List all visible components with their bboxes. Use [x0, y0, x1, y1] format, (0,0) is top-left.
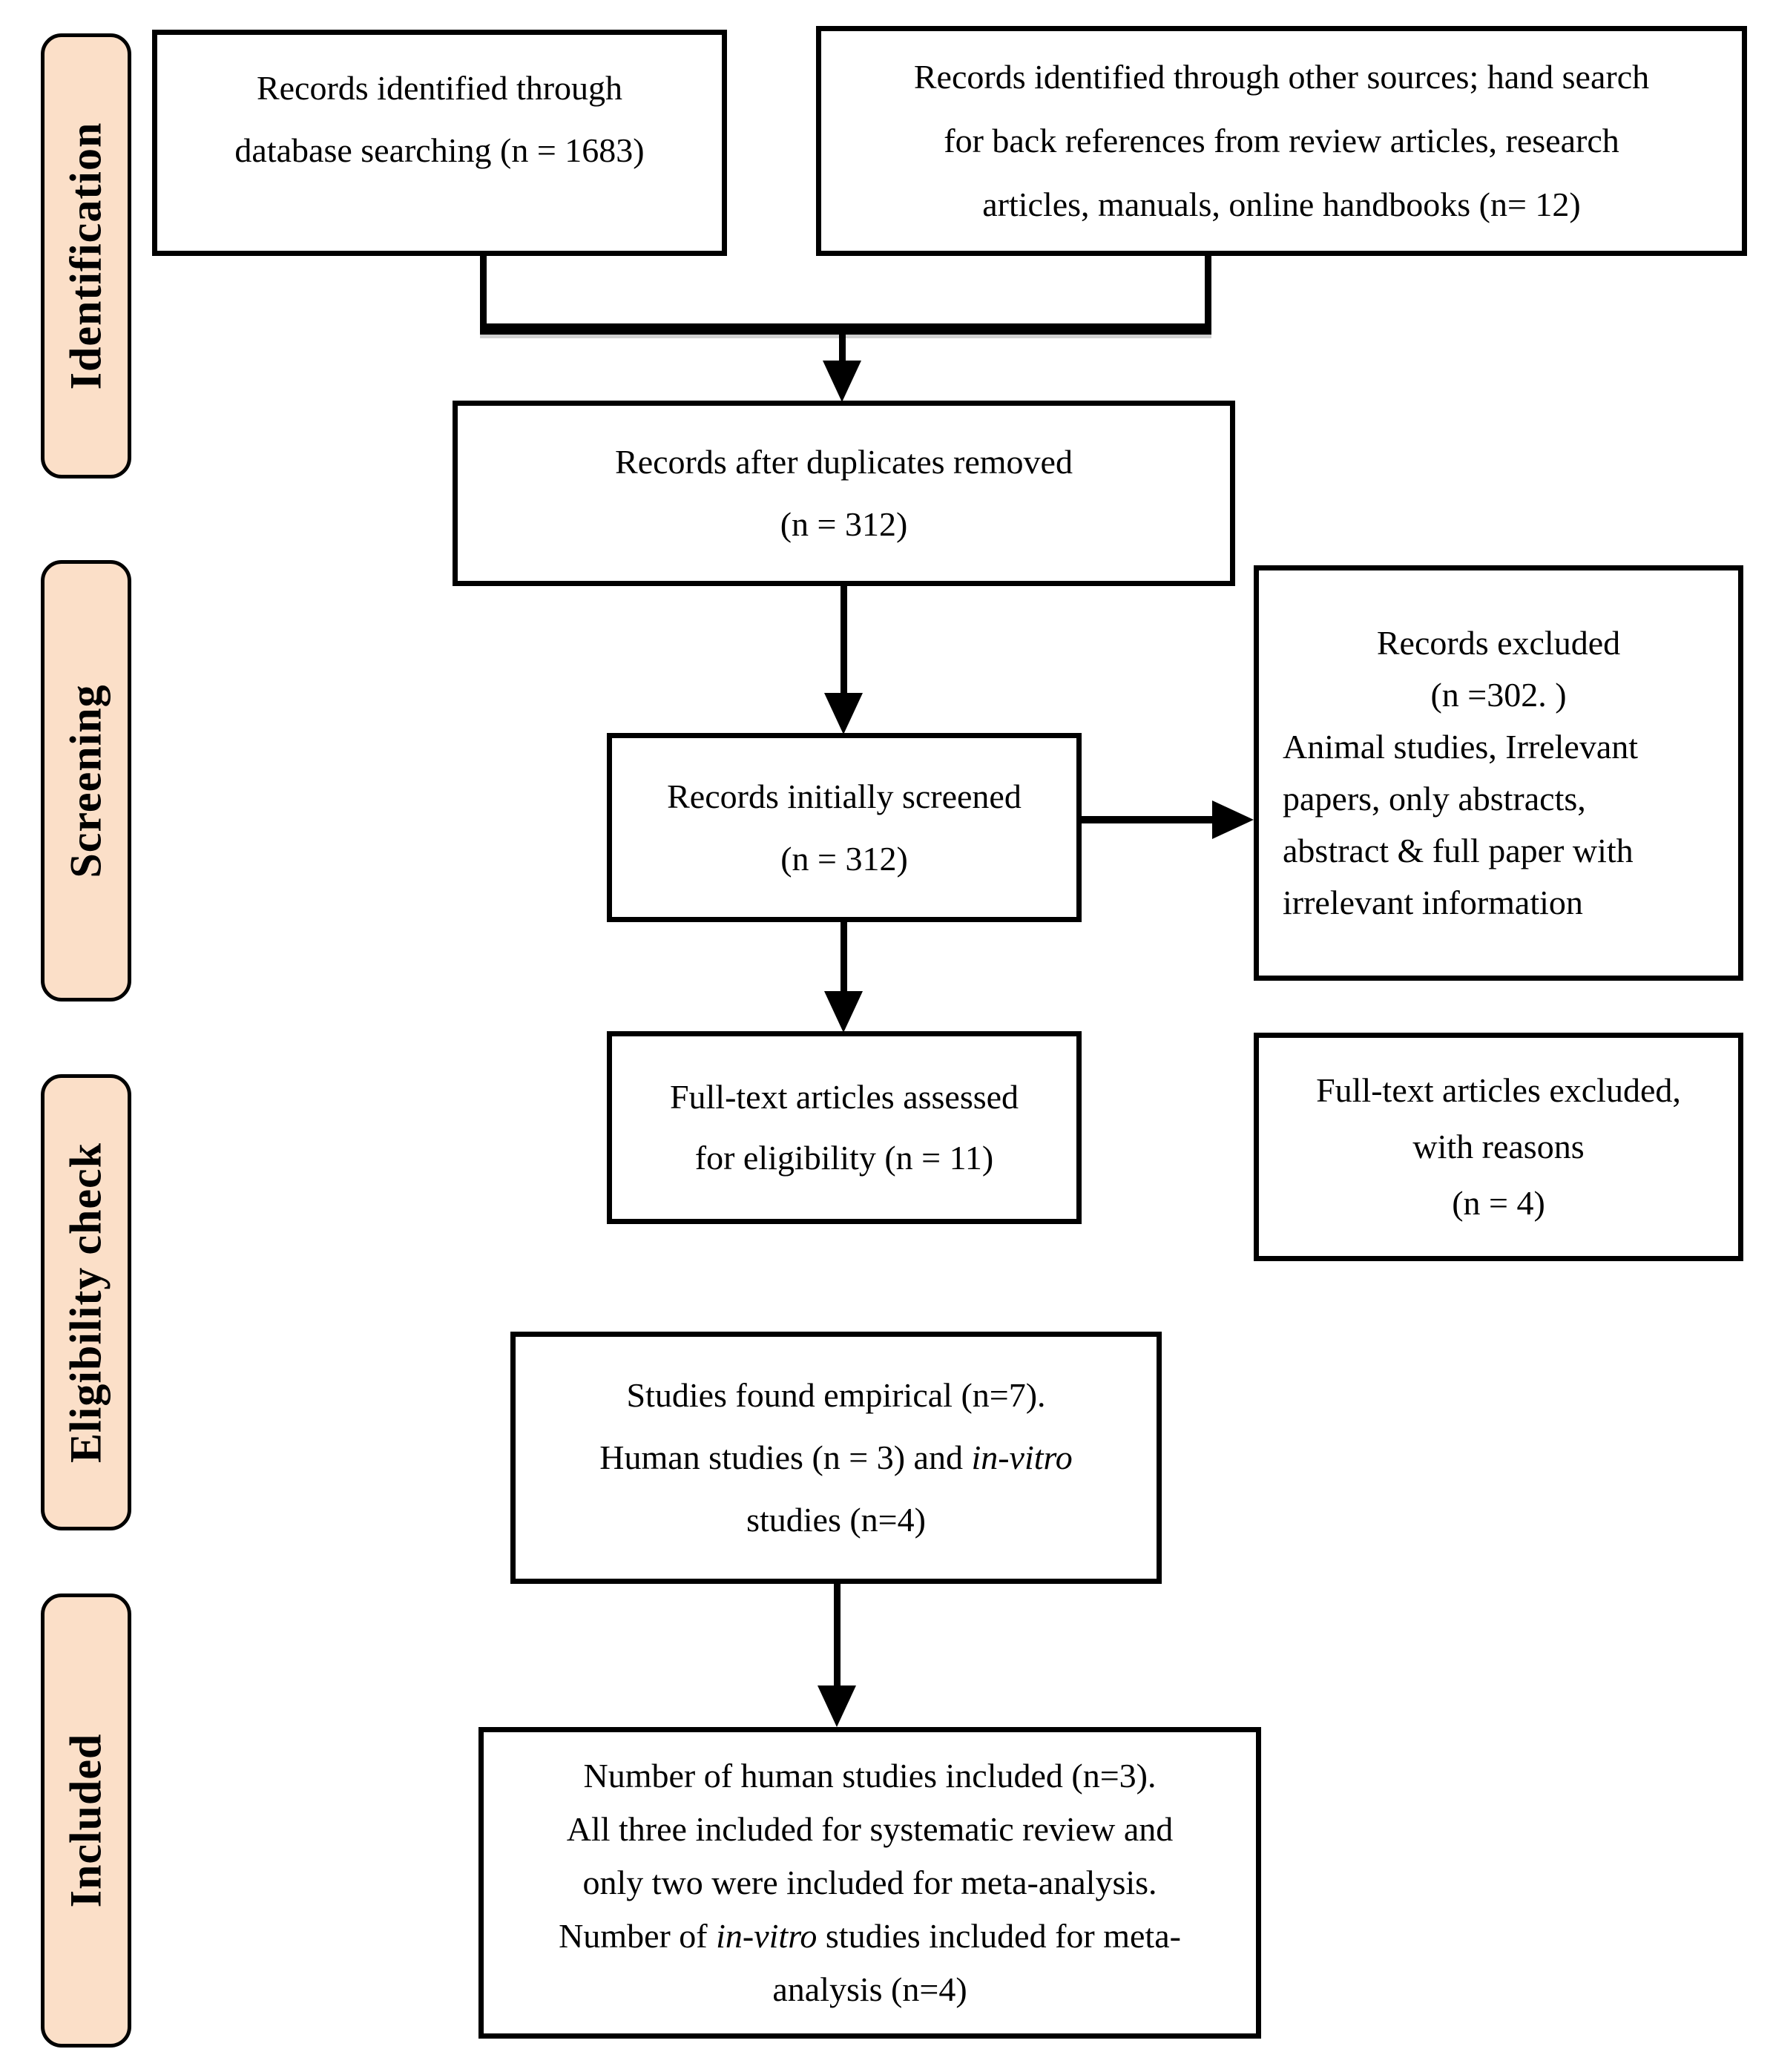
connector-merge-horizontal — [480, 323, 1211, 335]
arrowhead-down-icon — [823, 361, 861, 402]
connector-from-other-sources-box — [1205, 254, 1211, 329]
box-text-line: studies (n=4) — [746, 1501, 926, 1539]
box-text-line: Records identified through other sources… — [913, 58, 1650, 96]
box-text-line: only two were included for meta-analysis… — [582, 1864, 1157, 1901]
box-studies-included-final: Number of human studies included (n=3). … — [478, 1727, 1261, 2039]
box-text-line: Animal studies, Irrelevant — [1283, 728, 1639, 766]
box-text-line: Records excluded — [1376, 624, 1621, 662]
box-text-line: Studies found empirical (n=7). — [626, 1376, 1046, 1414]
box-records-excluded: Records excluded (n =302. ) Animal studi… — [1254, 565, 1743, 981]
arrow-to-duplicates-box — [839, 332, 846, 364]
arrowhead-down-icon — [818, 1685, 856, 1727]
arrowhead-down-icon — [824, 991, 863, 1033]
phase-label-eligibility-check-text: Eligibility check — [61, 1142, 111, 1463]
box-text-line: database searching (n = 1683) — [234, 131, 645, 169]
box-text-line: Full-text articles assessed — [669, 1078, 1019, 1116]
box-text-line: All three included for systematic review… — [566, 1810, 1174, 1848]
box-text-line: (n =302. ) — [1430, 676, 1567, 714]
box-text-line: with reasons — [1412, 1128, 1585, 1165]
box-records-identified-other-sources: Records identified through other sources… — [816, 26, 1747, 256]
arrow-duplicates-to-screened — [841, 585, 847, 696]
box-text-line: (n = 4) — [1452, 1184, 1545, 1222]
box-text-line: for back references from review articles… — [944, 122, 1619, 159]
box-text-line: irrelevant information — [1283, 884, 1583, 921]
box-text-line: Records after duplicates removed — [615, 443, 1073, 481]
arrow-empirical-to-included — [834, 1582, 841, 1688]
box-text-line: Number of in-vitro studies included for … — [559, 1917, 1181, 1955]
arrow-screened-to-fulltext — [841, 921, 847, 994]
connector-from-database-box — [480, 254, 487, 329]
box-text-line: analysis (n=4) — [772, 1970, 967, 2008]
box-text-line: (n = 312) — [780, 505, 908, 543]
box-fulltext-excluded: Full-text articles excluded, with reason… — [1254, 1033, 1743, 1261]
box-records-after-duplicates-removed: Records after duplicates removed (n = 31… — [453, 401, 1235, 586]
phase-label-screening-text: Screening — [61, 683, 111, 878]
box-studies-found-empirical: Studies found empirical (n=7). Human stu… — [510, 1332, 1162, 1584]
box-records-identified-database: Records identified through database sear… — [152, 30, 727, 256]
box-text-line: Records identified through — [256, 69, 623, 107]
box-text-line: Human studies (n = 3) and in-vitro — [599, 1438, 1073, 1476]
box-text-line: Full-text articles excluded, — [1316, 1071, 1681, 1109]
arrowhead-down-icon — [824, 693, 863, 734]
phase-label-identification-text: Identification — [61, 122, 111, 390]
phase-label-included-text: Included — [61, 1733, 111, 1908]
phase-label-screening: Screening — [41, 560, 131, 1002]
box-text-line: papers, only abstracts, — [1283, 780, 1586, 818]
box-text-line: Records initially screened — [667, 777, 1022, 815]
phase-label-eligibility-check: Eligibility check — [41, 1074, 131, 1530]
box-records-initially-screened: Records initially screened (n = 312) — [607, 733, 1082, 922]
box-text-line: for eligibility (n = 11) — [694, 1139, 994, 1177]
box-fulltext-assessed: Full-text articles assessed for eligibil… — [607, 1031, 1082, 1224]
phase-label-identification: Identification — [41, 33, 131, 478]
arrowhead-right-icon — [1212, 800, 1254, 839]
arrow-screened-to-excluded — [1079, 816, 1215, 823]
box-text-line: abstract & full paper with — [1283, 832, 1634, 869]
box-text-line: (n = 312) — [780, 839, 908, 878]
phase-label-included: Included — [41, 1594, 131, 2048]
box-text-line: Number of human studies included (n=3). — [583, 1757, 1157, 1795]
box-text-line: articles, manuals, online handbooks (n= … — [982, 185, 1581, 223]
